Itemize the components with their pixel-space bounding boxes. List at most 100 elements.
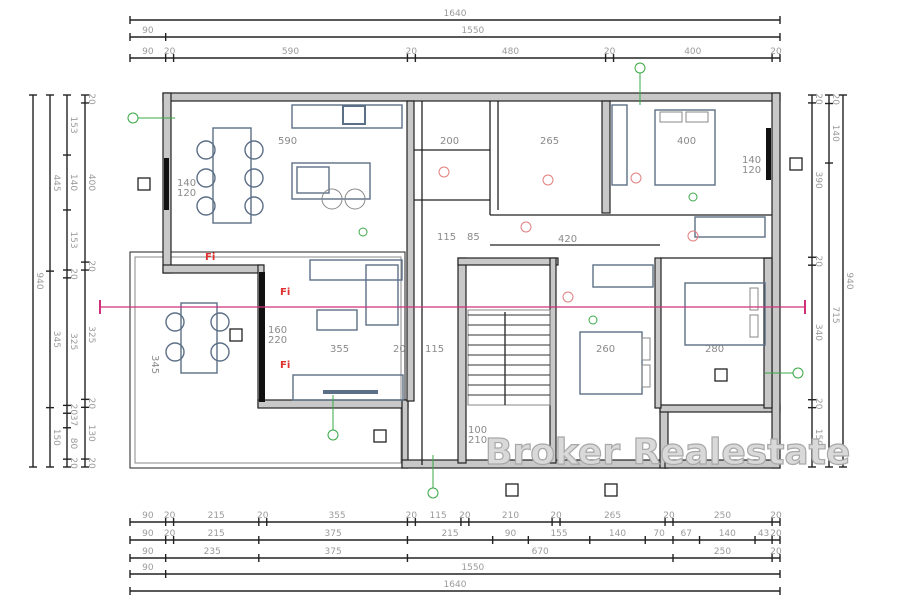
dim-left-3-label: 140 bbox=[68, 174, 78, 191]
dim-bottom-1-label: 90 bbox=[142, 511, 154, 521]
dining-table-terrace bbox=[165, 302, 230, 374]
dim-left-4-label: 130 bbox=[86, 425, 96, 442]
label-bedroom2-width: 260 bbox=[596, 344, 615, 355]
tv-unit bbox=[292, 374, 404, 401]
furniture bbox=[165, 104, 766, 406]
label-bedroom1-width: 400 bbox=[677, 136, 696, 147]
dim-left-4-label: 325 bbox=[86, 326, 96, 343]
wardrobes bbox=[592, 104, 766, 288]
dim-top-3-label: 400 bbox=[684, 47, 701, 57]
dim-bottom-2-label: 20 bbox=[770, 529, 782, 539]
dim-bottom-3-label: 235 bbox=[204, 547, 221, 557]
dim-right-1-label: 20 bbox=[813, 93, 823, 105]
label-kitchen-width: 590 bbox=[278, 136, 297, 147]
dim-left-2-label: 150 bbox=[51, 429, 61, 446]
label-hall-side: 85 bbox=[467, 232, 480, 243]
dim-right-1-label: 150 bbox=[813, 429, 823, 446]
label-window-right: 140 bbox=[742, 155, 761, 166]
dim-bottom-1-label: 250 bbox=[714, 511, 731, 521]
dim-right-2-label: 20 bbox=[830, 94, 840, 106]
dim-bottom-1-label: 20 bbox=[406, 511, 418, 521]
dim-top-2-label: 1550 bbox=[461, 26, 484, 36]
dim-bottom-1-label: 20 bbox=[257, 511, 269, 521]
dim-right-2-label: 715 bbox=[830, 306, 840, 323]
dining-table-indoor bbox=[196, 127, 264, 224]
dim-right-1-label: 20 bbox=[813, 255, 823, 267]
dim-bottom-2-label: 20 bbox=[164, 529, 176, 539]
dim-bottom-2-label: 140 bbox=[719, 529, 736, 539]
room-labels: 590 355 20 115 115 85 200 265 420 400 26… bbox=[149, 136, 761, 446]
label-utility-width: 265 bbox=[540, 136, 559, 147]
dim-left-3-label: 20 bbox=[68, 404, 78, 416]
dim-left-2-label: 345 bbox=[51, 331, 61, 348]
window-right bbox=[766, 128, 771, 180]
dim-right-2-label: 140 bbox=[830, 125, 840, 142]
label-window-left-sub: 120 bbox=[177, 188, 196, 199]
bed-3 bbox=[684, 282, 766, 346]
label-bath-width: 200 bbox=[440, 136, 459, 147]
dim-bottom-4-label: 90 bbox=[142, 563, 154, 573]
kitchen-counter bbox=[291, 104, 403, 129]
dim-top-3-label: 20 bbox=[164, 47, 176, 57]
dim-bottom-4-label: 1550 bbox=[461, 563, 484, 573]
dim-left-1-label: 940 bbox=[34, 272, 44, 289]
dimension-lines: 1640 90 1550 90 20 590 20 480 20 400 20 90 20 215 20 35… bbox=[29, 9, 854, 595]
dim-bottom-3-label: 670 bbox=[532, 547, 549, 557]
dim-top-3-label: 590 bbox=[282, 47, 299, 57]
dim-bottom-1-label: 210 bbox=[502, 511, 519, 521]
label-bedroom3-width: 280 bbox=[705, 344, 724, 355]
dim-left-3-label: 37 bbox=[68, 415, 78, 426]
bed-2 bbox=[579, 331, 651, 395]
dim-left-3-label: 80 bbox=[68, 438, 78, 450]
label-stair-door-sub: 210 bbox=[468, 435, 487, 446]
dim-top-3-label: 90 bbox=[142, 47, 154, 57]
dim-left-3-label: 20 bbox=[68, 268, 78, 280]
label-hall-width-top: 115 bbox=[437, 232, 456, 243]
svg-text:Fi: Fi bbox=[280, 360, 290, 371]
dim-right-3-label: 940 bbox=[844, 272, 854, 289]
label-stair-door: 100 bbox=[468, 425, 487, 436]
svg-text:Fi: Fi bbox=[280, 287, 290, 298]
dim-right-1-label: 20 bbox=[813, 398, 823, 410]
dim-bottom-2-label: 90 bbox=[505, 529, 517, 539]
dim-bottom-1-label: 20 bbox=[550, 511, 562, 521]
dim-left-2-label: 445 bbox=[51, 174, 61, 191]
dim-top-3-label: 20 bbox=[770, 47, 782, 57]
dim-left-4-label: 20 bbox=[86, 93, 96, 105]
terrace bbox=[129, 251, 406, 469]
glass-door bbox=[259, 272, 265, 402]
label-door-living: 160 bbox=[268, 325, 287, 336]
dim-bottom-1-label: 20 bbox=[164, 511, 176, 521]
dim-left-3-label: 20 bbox=[68, 457, 78, 469]
kitchen-island bbox=[291, 162, 371, 210]
watermark: Broker Realestate bbox=[484, 431, 851, 473]
dim-bottom-2-label: 90 bbox=[142, 529, 154, 539]
dim-bottom-2-label: 43 bbox=[758, 529, 769, 539]
dim-bottom-1-label: 20 bbox=[770, 511, 782, 521]
dim-top-2-label: 90 bbox=[142, 26, 154, 36]
dim-bottom-3-label: 250 bbox=[714, 547, 731, 557]
dim-left-4-label: 20 bbox=[86, 398, 96, 410]
label-window-left: 140 bbox=[177, 178, 196, 189]
dim-left-3-label: 153 bbox=[68, 231, 78, 248]
dim-top-3-label: 20 bbox=[406, 47, 418, 57]
dim-bottom-2-label: 155 bbox=[550, 529, 567, 539]
dim-bottom-1-label: 20 bbox=[663, 511, 675, 521]
dim-bottom-1-label: 115 bbox=[430, 511, 447, 521]
dim-left-4-label: 20 bbox=[86, 457, 96, 469]
dim-bottom-2-label: 67 bbox=[681, 529, 692, 539]
walls bbox=[162, 92, 781, 469]
label-living-width: 355 bbox=[330, 344, 349, 355]
dim-bottom-2-label: 140 bbox=[609, 529, 626, 539]
dim-bottom-1-label: 215 bbox=[208, 511, 225, 521]
dim-top-3-label: 480 bbox=[502, 47, 519, 57]
label-corridor-width: 420 bbox=[558, 234, 577, 245]
dim-top-1-label: 1640 bbox=[444, 9, 467, 19]
svg-text:Fi: Fi bbox=[205, 252, 215, 263]
bed-1 bbox=[654, 109, 716, 186]
label-window-right-sub: 120 bbox=[742, 165, 761, 176]
sofa bbox=[309, 259, 403, 331]
dim-right-1-label: 390 bbox=[813, 171, 823, 188]
